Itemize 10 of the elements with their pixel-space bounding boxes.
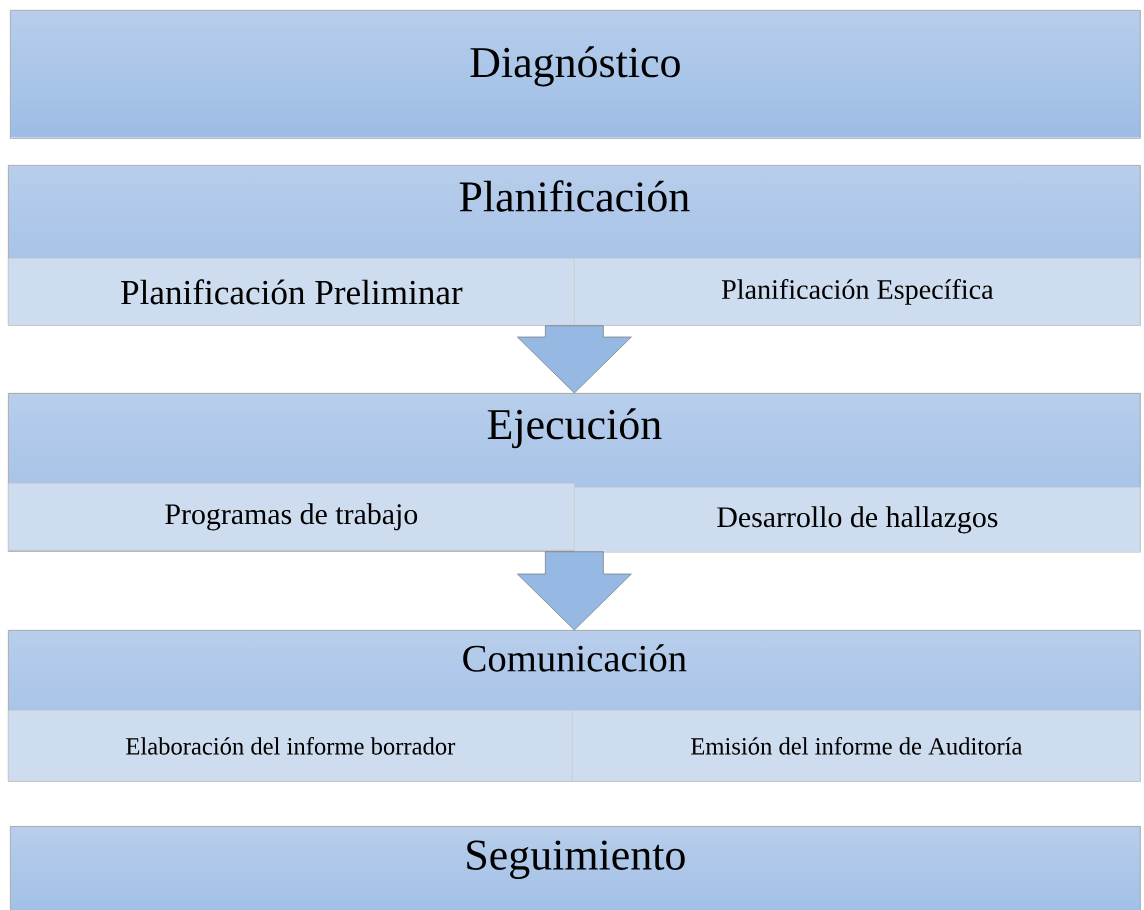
block-arrow bbox=[517, 551, 632, 631]
stage-box: Diagnóstico bbox=[10, 10, 1141, 139]
stage-box: Seguimiento bbox=[10, 826, 1141, 910]
substage-box: Desarrollo de hallazgos bbox=[574, 487, 1141, 553]
block-arrow bbox=[517, 325, 632, 394]
substage-box: Planificación Preliminar bbox=[8, 258, 575, 326]
substage-box: Programas de trabajo bbox=[8, 483, 575, 551]
substage-box: Elaboración del informe borrador bbox=[8, 710, 573, 782]
substage-box: Planificación Específica bbox=[574, 258, 1141, 326]
substage-box: Emisión del informe de Auditoría bbox=[572, 710, 1141, 782]
